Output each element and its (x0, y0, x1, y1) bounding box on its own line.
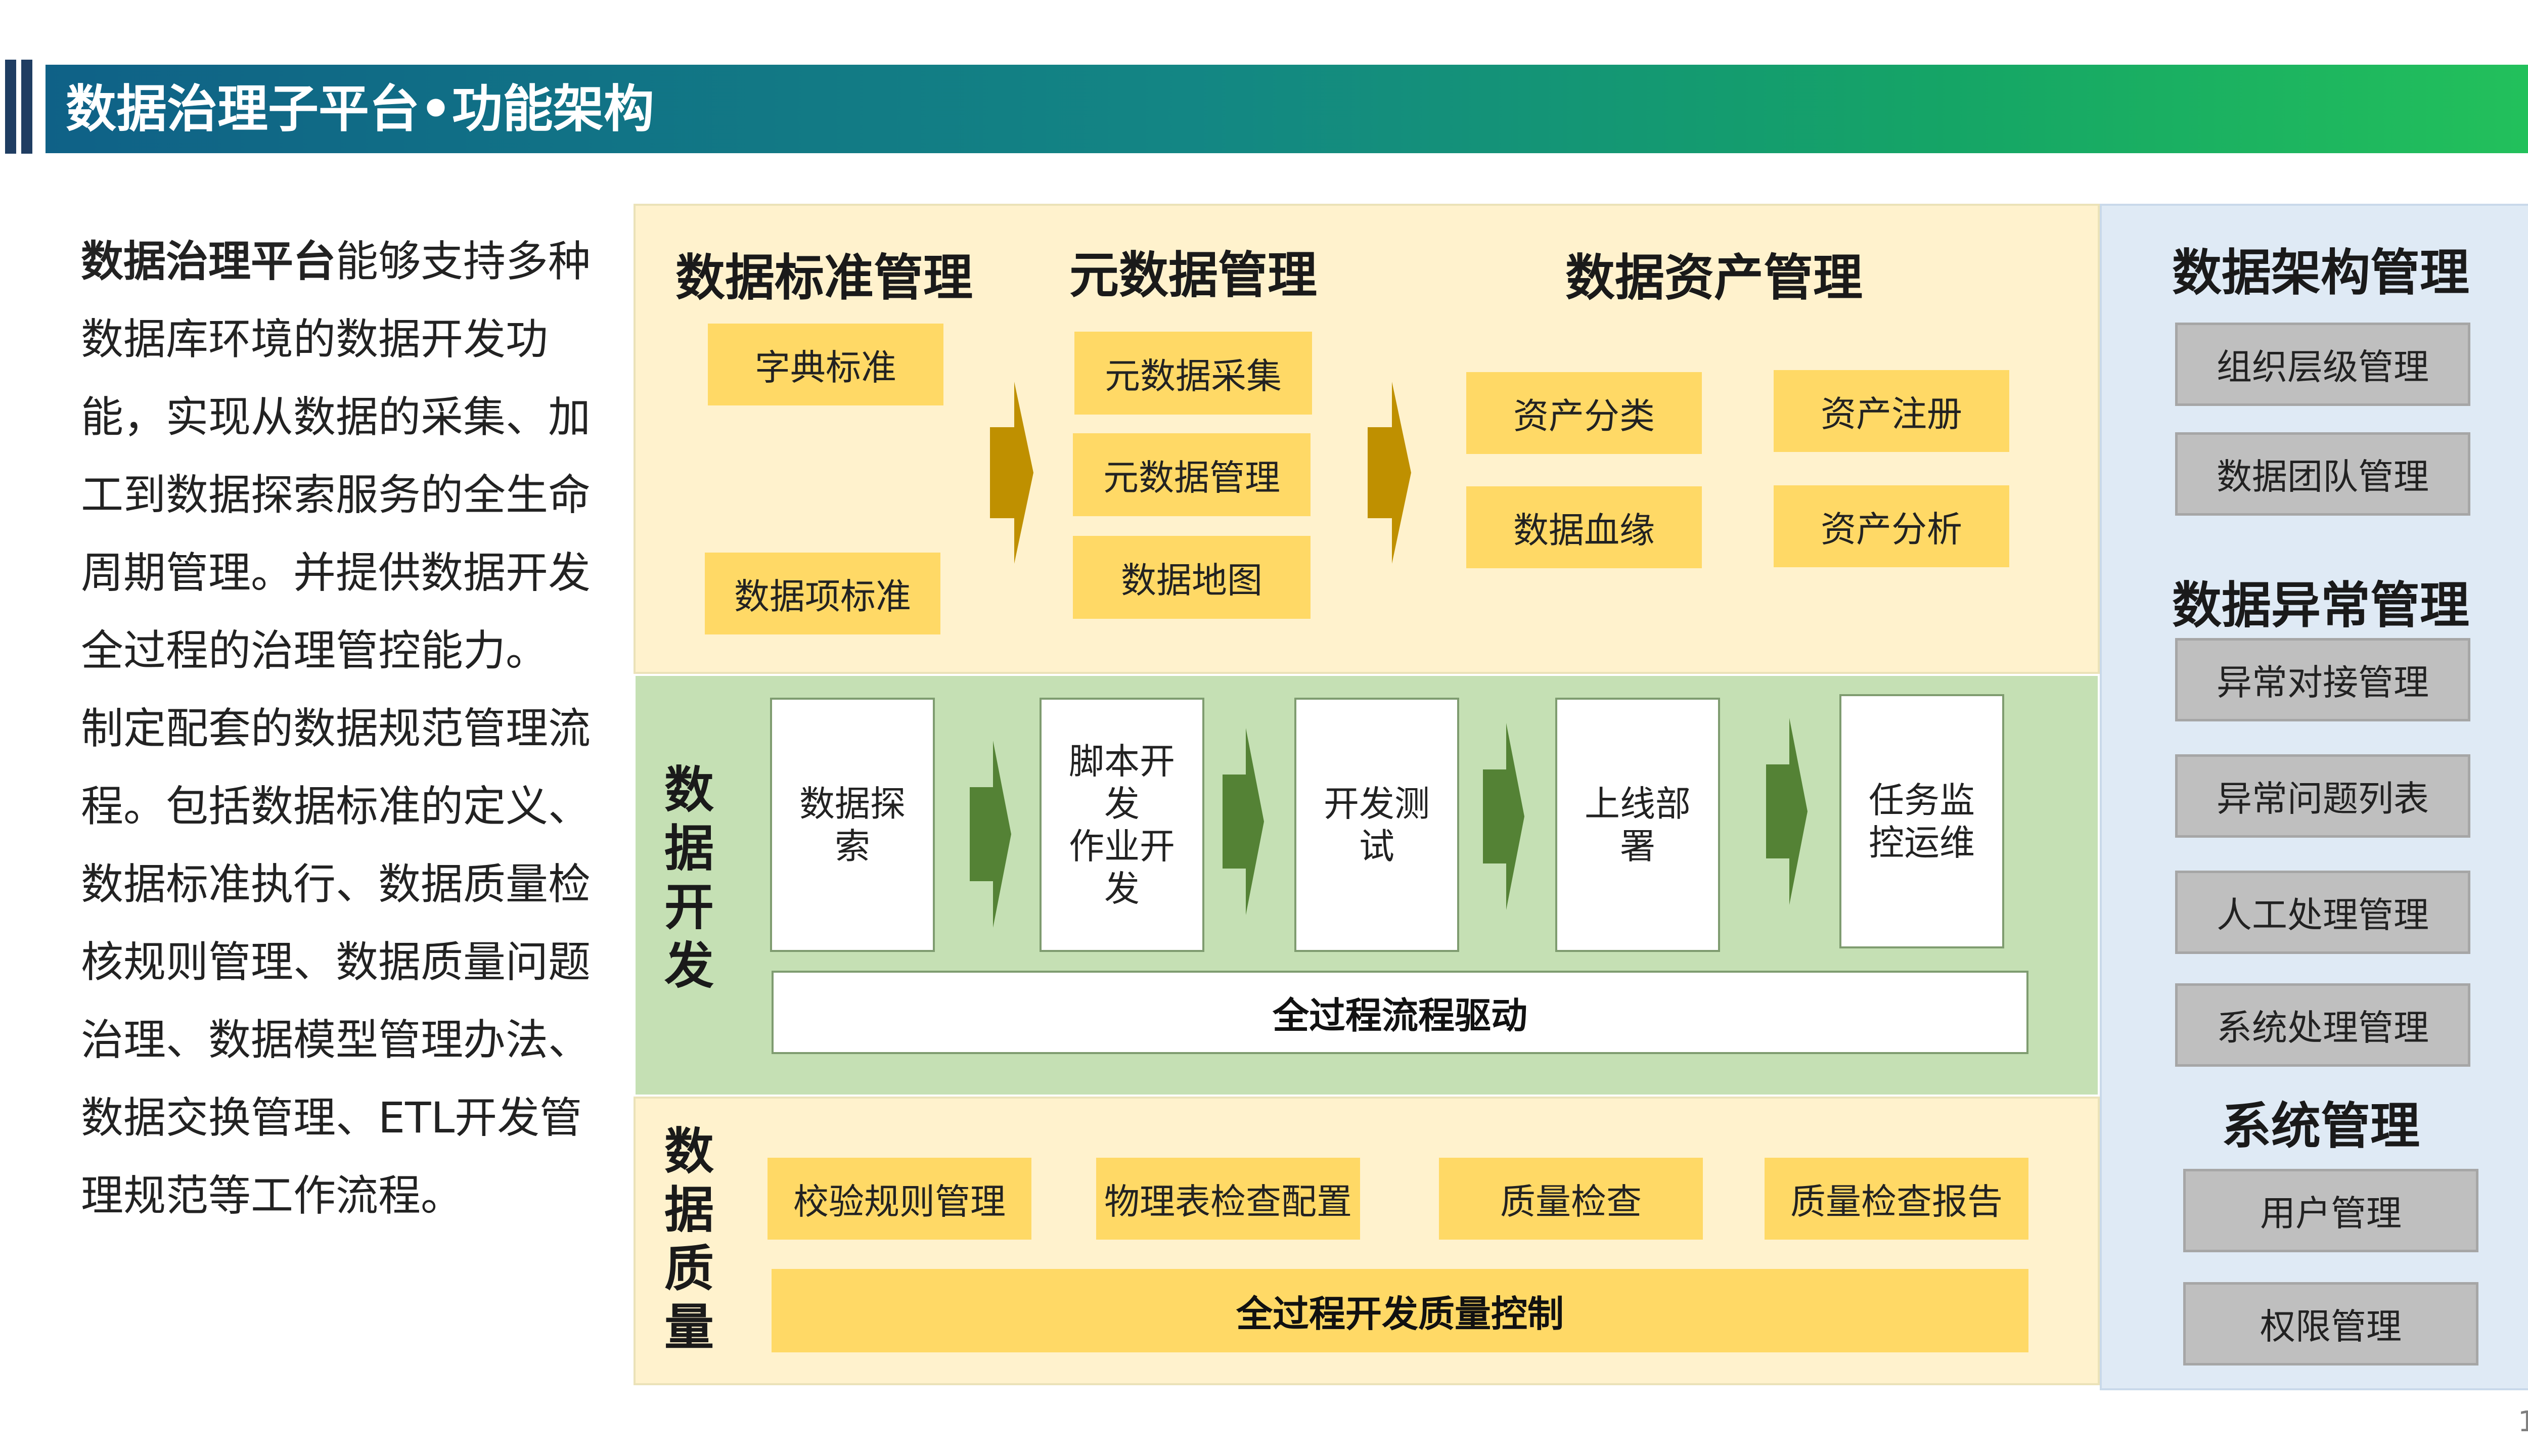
system-item[interactable]: 权限管理 (2183, 1282, 2478, 1366)
anomaly-heading: 数据异常管理 (2172, 577, 2469, 634)
quality-item[interactable]: 物理表检查配置 (1096, 1158, 1360, 1240)
process-driven-bar: 全过程流程驱动 (772, 971, 2028, 1054)
quality-item[interactable]: 质量检查报告 (1765, 1158, 2028, 1240)
architecture-heading: 数据架构管理 (2172, 244, 2469, 302)
arrow-right-icon (970, 741, 1011, 928)
quality-control-bar: 全过程开发质量控制 (772, 1269, 2028, 1352)
assets-item[interactable]: 数据血缘 (1466, 486, 1702, 568)
page-number: 17 (2518, 1405, 2528, 1438)
assets-item[interactable]: 资产分析 (1774, 485, 2009, 567)
development-step-label: 上线部 署 (1585, 783, 1691, 867)
architecture-item[interactable]: 组织层级管理 (2175, 323, 2470, 406)
description: 数据治理平台能够支持多种数据库环境的数据开发功能，实现从数据的采集、加工到数据探… (81, 222, 607, 1235)
description-text: 能够支持多种数据库环境的数据开发功能，实现从数据的采集、加工到数据探索服务的全生… (81, 237, 591, 675)
development-step-label: 任务监 控运维 (1869, 779, 1975, 863)
development-label: 数据开发 (664, 761, 714, 995)
quality-item[interactable]: 质量检查 (1439, 1158, 1703, 1240)
development-step-label: 数据探 索 (799, 783, 906, 867)
arrow-right-icon (1368, 382, 1411, 564)
description-paragraph-2: 制定配套的数据规范管理流程。包括数据标准的定义、数据标准执行、数据质量检核规则管… (81, 704, 591, 1220)
architecture-item[interactable]: 数据团队管理 (2175, 432, 2470, 516)
assets-item[interactable]: 资产注册 (1774, 370, 2009, 452)
development-step-label: 脚本开 发 作业开 发 (1069, 740, 1175, 909)
header-bar (46, 65, 2528, 153)
assets-item[interactable]: 资产分类 (1466, 372, 1702, 454)
arrow-right-icon (1483, 723, 1524, 910)
development-step[interactable]: 任务监 控运维 (1839, 694, 2004, 948)
anomaly-item[interactable]: 异常对接管理 (2175, 638, 2470, 721)
description-highlight: 数据治理平台 (81, 237, 336, 286)
anomaly-item[interactable]: 异常问题列表 (2175, 754, 2470, 838)
header-accent-bar (5, 60, 16, 154)
metadata-heading: 元数据管理 (1069, 247, 1317, 304)
quality-item[interactable]: 校验规则管理 (768, 1158, 1031, 1240)
arrow-right-icon (1223, 728, 1264, 915)
metadata-item[interactable]: 元数据管理 (1073, 433, 1311, 516)
assets-heading: 数据资产管理 (1565, 249, 1863, 307)
arrow-right-icon (990, 382, 1033, 564)
anomaly-item[interactable]: 人工处理管理 (2175, 871, 2470, 954)
development-step-label: 开发测 试 (1324, 783, 1430, 867)
arrow-right-icon (1766, 718, 1808, 905)
development-step[interactable]: 数据探 索 (770, 698, 935, 952)
standards-heading: 数据标准管理 (675, 249, 973, 307)
development-step[interactable]: 开发测 试 (1294, 698, 1459, 952)
metadata-item[interactable]: 数据地图 (1073, 536, 1311, 619)
header-accent-bar (21, 60, 32, 154)
standards-item[interactable]: 数据项标准 (705, 553, 940, 634)
page-title: 数据治理子平台•功能架构 (66, 79, 654, 139)
system-heading: 系统管理 (2221, 1098, 2420, 1155)
metadata-item[interactable]: 元数据采集 (1074, 332, 1312, 415)
development-step[interactable]: 上线部 署 (1555, 698, 1720, 952)
development-step[interactable]: 脚本开 发 作业开 发 (1040, 698, 1204, 952)
standards-item[interactable]: 字典标准 (708, 324, 943, 405)
quality-label: 数据质量 (664, 1123, 714, 1356)
system-item[interactable]: 用户管理 (2183, 1169, 2478, 1252)
anomaly-item[interactable]: 系统处理管理 (2175, 983, 2470, 1067)
description-paragraph-1: 数据治理平台能够支持多种数据库环境的数据开发功能，实现从数据的采集、加工到数据探… (81, 222, 607, 690)
